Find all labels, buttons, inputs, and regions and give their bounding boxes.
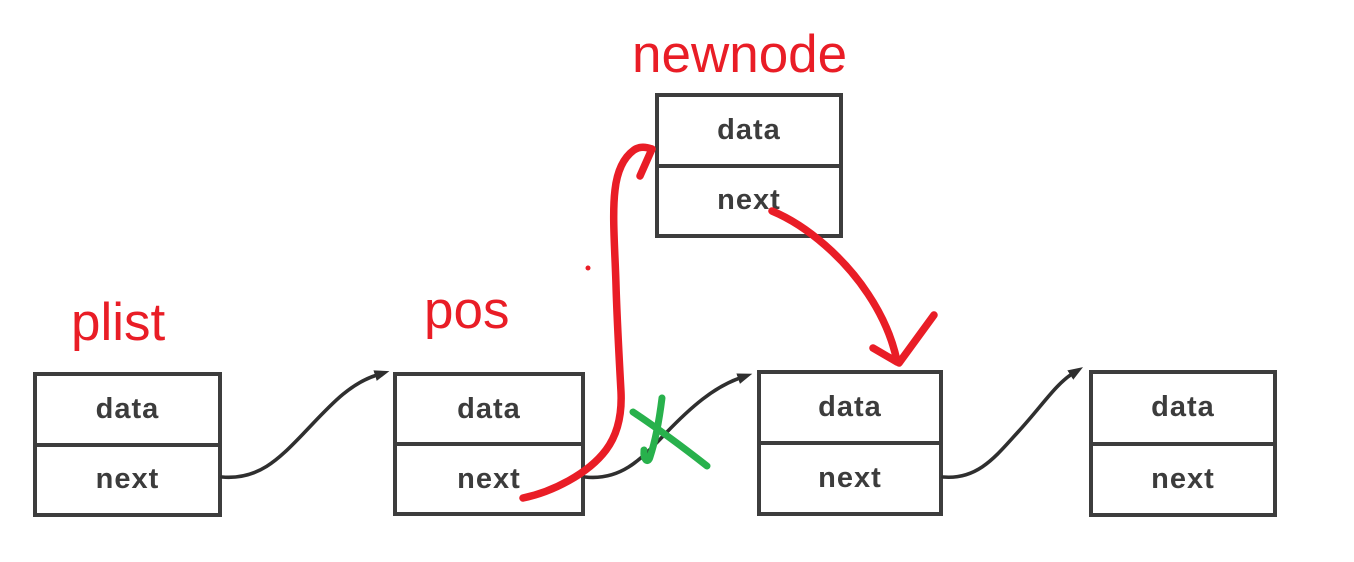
plist-data-cell: data [95, 392, 160, 425]
node-newnode: data next [655, 93, 843, 238]
label-plist: plist [71, 293, 166, 352]
newnode-next-cell: next [659, 163, 839, 235]
arrow-pos-next-to-successor [583, 373, 753, 480]
newnode-data-cell: data [717, 113, 781, 146]
arrow-plist-next-to-pos [220, 370, 390, 480]
tail-next-cell: next [1093, 441, 1273, 514]
successor-data-cell: data [818, 391, 882, 423]
pos-data-cell: data [457, 392, 521, 425]
pos-next-cell: next [397, 442, 581, 512]
node-plist: data next [33, 372, 222, 517]
label-pos: pos [424, 281, 510, 340]
successor-next-cell: next [761, 441, 939, 512]
node-tail: data next [1089, 370, 1277, 517]
node-successor: data next [757, 370, 943, 516]
label-newnode: newnode [632, 25, 848, 84]
plist-next-cell: next [37, 442, 218, 514]
node-pos: data next [393, 372, 585, 516]
arrow-successor-next-to-tail [941, 367, 1084, 479]
red-stray-dot [585, 265, 591, 271]
green-x-cross-out [629, 394, 711, 470]
tail-data-cell: data [1151, 391, 1215, 424]
